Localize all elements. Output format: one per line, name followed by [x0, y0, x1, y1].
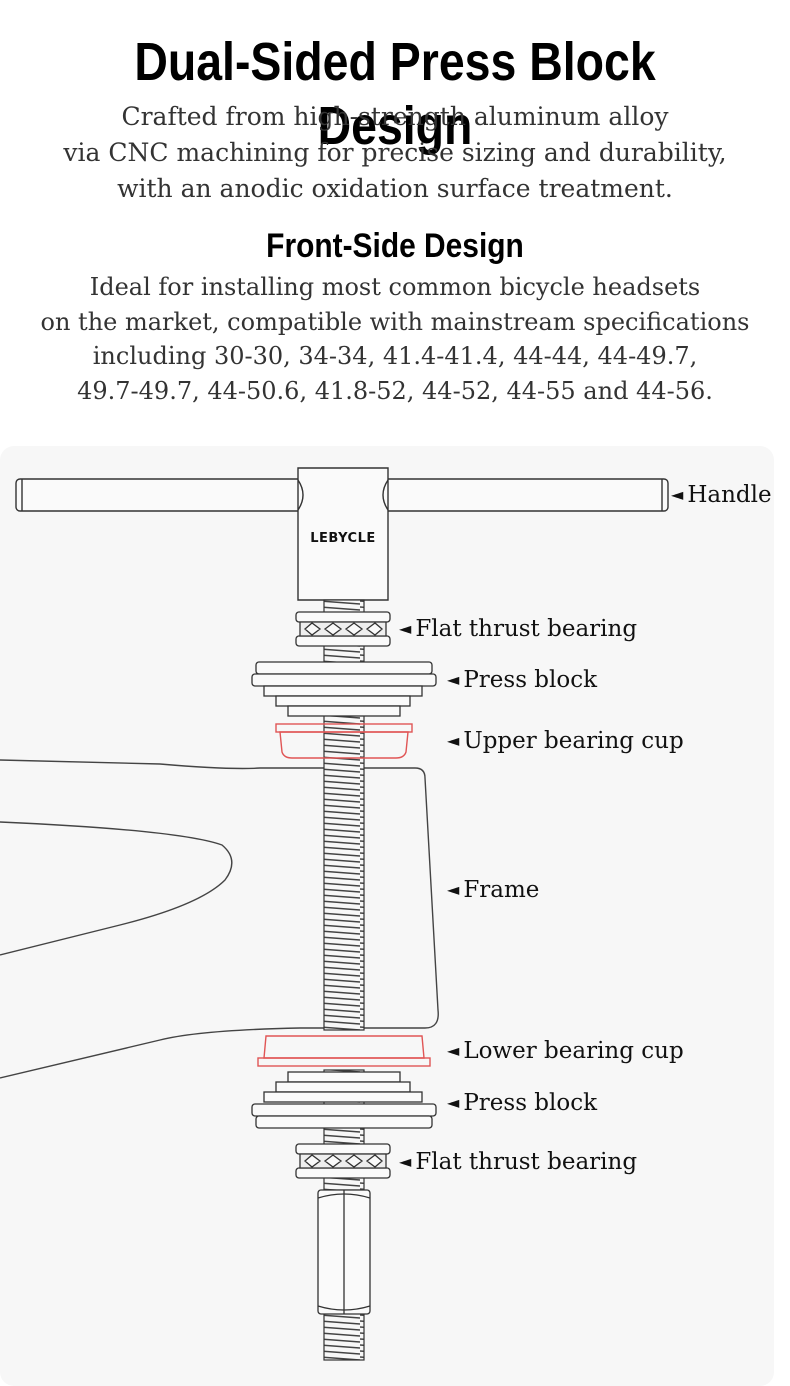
label-frame: ◄Frame	[447, 876, 539, 904]
label-text: Flat thrust bearing	[415, 616, 638, 642]
flat-thrust-bearing-top	[295, 611, 391, 647]
arrow-left-icon: ◄	[447, 731, 460, 750]
label-text: Handle	[687, 482, 772, 508]
page-title: Dual-Sided Press Block Design	[134, 32, 656, 156]
intro-line: Crafted from high-strength aluminum allo…	[121, 102, 669, 131]
hex-nut	[317, 1189, 371, 1315]
label-upper-bearing-cup: ◄Upper bearing cup	[447, 727, 684, 755]
label-press-block-bottom: ◄Press block	[447, 1089, 597, 1117]
desc-line: 49.7-49.7, 44-50.6, 41.8-52, 44-52, 44-5…	[77, 376, 713, 405]
section-title: Front-Side Design	[266, 227, 524, 265]
label-text: Press block	[463, 667, 598, 693]
press-block-bottom	[251, 1071, 437, 1129]
desc-line: Ideal for installing most common bicycle…	[89, 273, 701, 301]
arrow-left-icon: ◄	[671, 485, 684, 504]
arrow-left-icon: ◄	[399, 619, 412, 638]
label-text: Press block	[463, 1090, 598, 1116]
label-lower-bearing-cup: ◄Lower bearing cup	[447, 1037, 684, 1065]
press-block-top	[251, 661, 437, 717]
label-text: Lower bearing cup	[463, 1038, 684, 1064]
label-flat-thrust-bearing-top: ◄Flat thrust bearing	[399, 615, 637, 643]
intro-line: with an anodic oxidation surface treatme…	[117, 174, 673, 203]
handle	[15, 467, 669, 601]
intro-text: Crafted from high-strength aluminum allo…	[0, 99, 790, 207]
arrow-left-icon: ◄	[399, 1152, 412, 1171]
label-press-block-top: ◄Press block	[447, 666, 597, 694]
lower-bearing-cup	[257, 1035, 431, 1067]
brand-logo: LEBYCLE	[310, 531, 376, 546]
diagram-panel	[0, 446, 774, 1386]
label-flat-thrust-bearing-bottom: ◄Flat thrust bearing	[399, 1148, 637, 1176]
flat-thrust-bearing-bottom	[295, 1143, 391, 1179]
label-handle: ◄Handle	[671, 481, 772, 509]
arrow-left-icon: ◄	[447, 1093, 460, 1112]
upper-bearing-cup	[275, 723, 413, 759]
arrow-left-icon: ◄	[447, 880, 460, 899]
section-description: Ideal for installing most common bicycle…	[0, 270, 790, 408]
intro-line: via CNC machining for precise sizing and…	[63, 138, 727, 167]
desc-line: including 30-30, 34-34, 41.4-41.4, 44-44…	[92, 342, 698, 370]
frame	[0, 759, 439, 1079]
label-text: Upper bearing cup	[463, 728, 684, 754]
desc-line: on the market, compatible with mainstrea…	[40, 307, 750, 336]
label-text: Frame	[463, 877, 540, 903]
label-text: Flat thrust bearing	[415, 1149, 638, 1175]
threaded-rod-end	[323, 1309, 365, 1361]
arrow-left-icon: ◄	[447, 1041, 460, 1060]
arrow-left-icon: ◄	[447, 670, 460, 689]
